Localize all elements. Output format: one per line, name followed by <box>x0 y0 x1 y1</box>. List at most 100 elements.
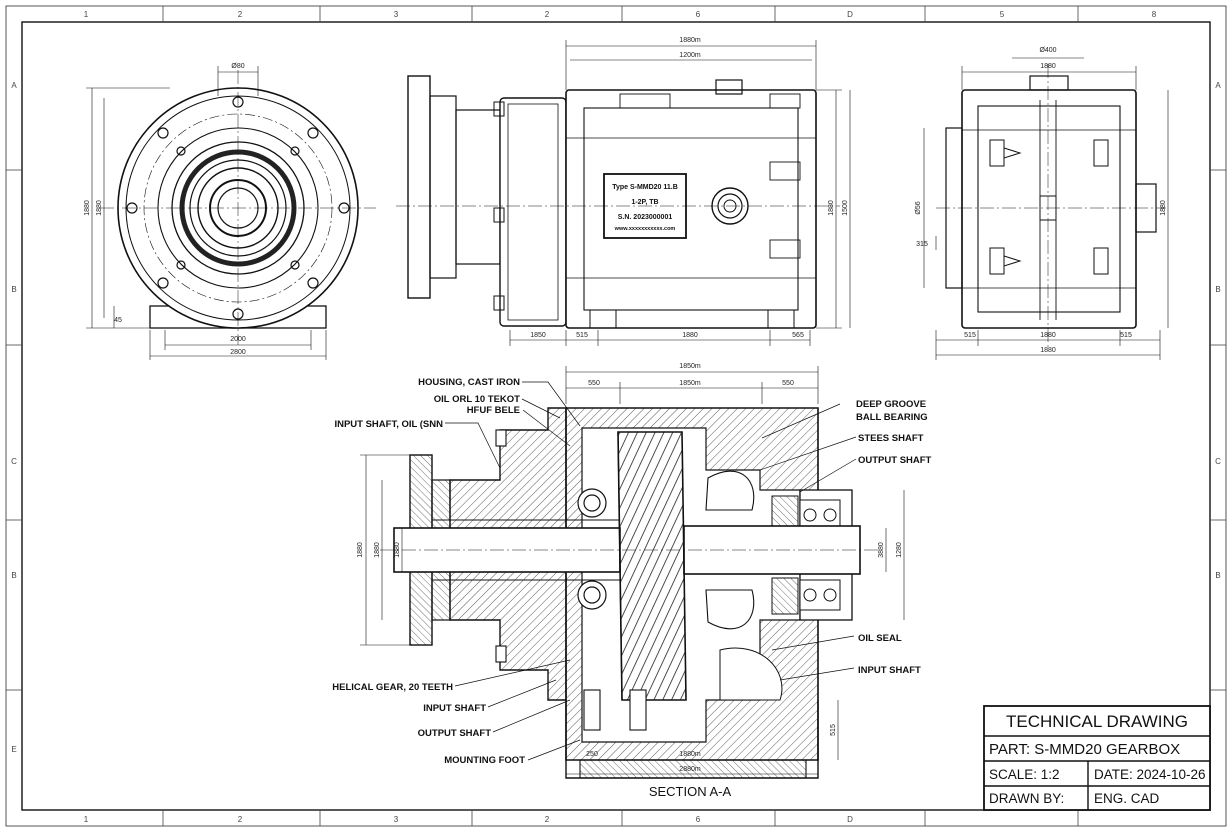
dim-front-left-inner: 1880 <box>96 200 103 216</box>
callout-helical-gear: HELICAL GEAR, 20 TEETH <box>332 682 453 693</box>
dim-end-bottom-total: 1880 <box>1040 347 1056 354</box>
inner-border <box>21 21 1211 811</box>
zone-top-1: 1 <box>84 10 89 19</box>
title-block-date: DATE: 2024-10-26 <box>1094 767 1206 782</box>
dim-end-left-1: Ø56 <box>915 201 922 214</box>
dim-sec-right: 550 <box>782 380 794 387</box>
section-title: SECTION A-A <box>649 784 732 799</box>
callout-oil-seal: OIL SEAL <box>858 633 902 644</box>
zone-top-4: 2 <box>545 10 550 19</box>
zone-top-6: D <box>847 10 853 19</box>
dim-side-right-1: 1880 <box>828 200 835 216</box>
nameplate-line-4: www.xxxxxxxxxxx.com <box>614 226 676 232</box>
zone-left-a: A <box>11 81 17 90</box>
zone-labels-left: A B C B E <box>11 81 17 754</box>
zone-right-b: B <box>1215 285 1220 294</box>
dim-side-body: 1200m <box>679 52 701 59</box>
callout-bearing-2: BALL BEARING <box>856 412 928 423</box>
callout-oil-plug-1: OIL ORL 10 TEKOT <box>434 394 520 405</box>
dim-end-bottom-3: 515 <box>1120 332 1132 339</box>
callout-output-shaft-right: OUTPUT SHAFT <box>858 455 932 466</box>
side-view <box>396 40 851 346</box>
dim-sec-overall: 1850m <box>679 363 701 370</box>
dim-sec-bottom-2: 1880m <box>679 751 701 758</box>
callout-oil-plug-2: HFUF BELE <box>467 405 520 416</box>
outer-border <box>5 5 1227 827</box>
dim-sec-left-2: 1880 <box>374 542 381 558</box>
zone-top-2: 2 <box>238 10 243 19</box>
dim-sec-right-3: 515 <box>830 724 837 736</box>
callout-steel-shaft: STEES SHAFT <box>858 433 924 444</box>
dim-front-left-outer: 1880 <box>84 200 91 216</box>
dim-sec-mid: 1850m <box>679 380 701 387</box>
dim-front-bottom-2: 2800 <box>230 349 246 356</box>
end-view <box>923 57 1169 360</box>
side-nameplate-text: Type S-MMD20 11.B 1-2P, TB S.N. 20230000… <box>612 184 678 232</box>
zone-bottom-6: D <box>847 815 853 824</box>
dim-side-bottom-3: 1880 <box>682 332 698 339</box>
title-block-scale: SCALE: 1:2 <box>989 767 1060 782</box>
side-bolts <box>493 101 505 311</box>
dim-end-right: 1880 <box>1160 200 1167 216</box>
callout-input-shaft-lower: INPUT SHAFT <box>423 703 486 714</box>
dim-front-top: Ø80 <box>231 63 244 70</box>
dim-end-bottom-1: 515 <box>964 332 976 339</box>
zone-top-8: 8 <box>1152 10 1157 19</box>
zone-left-c: C <box>11 457 17 466</box>
side-breather <box>715 79 743 95</box>
zone-bottom-4: 2 <box>545 815 550 824</box>
zone-top-3: 3 <box>394 10 399 19</box>
zone-labels-bottom: 1 2 3 2 6 D <box>84 815 853 824</box>
zone-left-d: B <box>11 571 16 580</box>
nameplate-line-1: Type S-MMD20 11.B <box>612 184 678 191</box>
callout-output-shaft-lower: OUTPUT SHAFT <box>418 728 492 739</box>
zone-markers <box>6 6 1226 826</box>
leader-lines <box>445 381 857 761</box>
dim-sec-left-1: 1880 <box>357 542 364 558</box>
zone-bottom-2: 2 <box>238 815 243 824</box>
zone-bottom-5: 6 <box>696 815 701 824</box>
dim-side-bottom-4: 565 <box>792 332 804 339</box>
dim-sec-bottom-1: 250 <box>586 751 598 758</box>
side-main-housing <box>565 89 817 329</box>
zone-labels-right: A B C B <box>1215 81 1221 580</box>
dim-end-bottom-2: 1880 <box>1040 332 1056 339</box>
dim-end-overall: Ø400 <box>1039 47 1056 54</box>
side-flange <box>407 75 431 299</box>
zone-left-b: B <box>11 285 16 294</box>
callout-input-shaft-top: INPUT SHAFT, OIL (SNN <box>334 419 443 430</box>
dim-side-bottom-1: 1850 <box>530 332 546 339</box>
dim-sec-right-1: 3880 <box>878 542 885 558</box>
dim-sec-left: 550 <box>588 380 600 387</box>
dim-end-left-2: 315 <box>916 241 928 248</box>
dim-side-right-2: 1500 <box>842 200 849 216</box>
zone-right-c: C <box>1215 457 1221 466</box>
section-input-bearing <box>577 488 607 610</box>
zone-top-7: 5 <box>1000 10 1005 19</box>
nameplate-line-2: 1-2P, TB <box>631 199 658 206</box>
zone-bottom-1: 1 <box>84 815 89 824</box>
title-block-part: PART: S-MMD20 GEARBOX <box>989 741 1180 758</box>
dim-front-foot: 45 <box>114 317 122 324</box>
title-block-engineer: ENG. CAD <box>1094 791 1160 806</box>
dim-side-bottom-2: 515 <box>576 332 588 339</box>
callout-housing: HOUSING, CAST IRON <box>418 377 520 388</box>
title-block-title: TECHNICAL DRAWING <box>1006 712 1188 731</box>
side-input-housing <box>499 97 567 327</box>
zone-labels-top: 1 2 3 2 6 D 5 8 <box>84 10 1157 19</box>
section-foot-bolts <box>495 429 647 731</box>
dim-side-overall: 1880m <box>679 37 701 44</box>
callout-mounting-foot: MOUNTING FOOT <box>444 755 525 766</box>
dim-sec-right-2: 1280 <box>896 542 903 558</box>
zone-left-e: E <box>11 745 16 754</box>
front-view <box>86 66 376 360</box>
zone-top-5: 6 <box>696 10 701 19</box>
callout-bearing-1: DEEP GROOVE <box>856 399 926 410</box>
title-block <box>983 705 1211 811</box>
zone-right-d: B <box>1215 571 1220 580</box>
dim-sec-bottom-total: 2880m <box>679 766 701 773</box>
dim-sec-left-3: 1880 <box>394 542 401 558</box>
dim-end-top: 1880 <box>1040 63 1056 70</box>
dim-front-bottom-1: 2000 <box>230 336 246 343</box>
